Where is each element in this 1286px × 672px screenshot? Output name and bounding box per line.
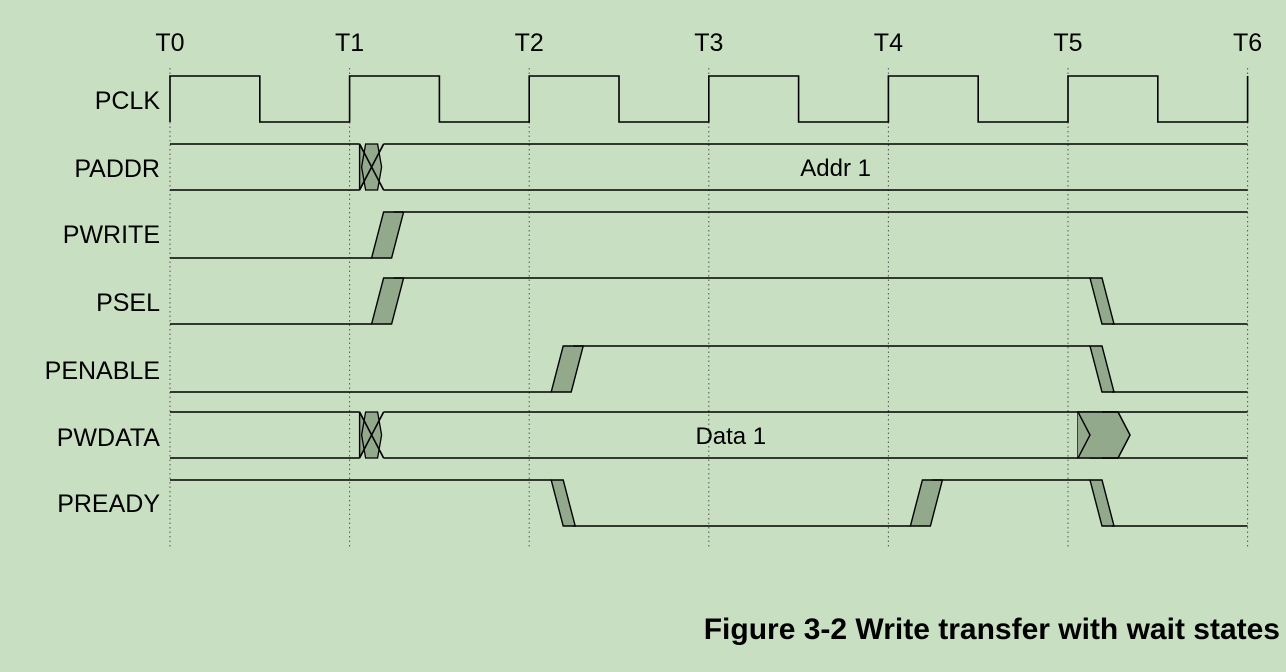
- pready-rising-edge: [909, 479, 944, 527]
- psel-rising-edge: [370, 277, 405, 325]
- signal-label-pwrite: PWRITE: [63, 221, 160, 249]
- pwdata-transition-line: [358, 411, 385, 459]
- signal-label-pwdata: PWDATA: [57, 424, 161, 452]
- clock-label-t1: T1: [335, 29, 364, 57]
- clock-label-t2: T2: [515, 29, 544, 57]
- signal-row-pwdata: PWDATA Data 1: [57, 411, 1248, 459]
- signal-label-pclk: PCLK: [95, 87, 161, 115]
- pwdata-bus-value: Data 1: [695, 423, 766, 450]
- pready-falling-edge: [1089, 479, 1115, 527]
- paddr-bus-value: Addr 1: [800, 155, 871, 182]
- pready-falling-edge: [550, 479, 577, 527]
- signal-row-pwrite: PWRITE: [63, 211, 1248, 259]
- signal-row-pclk: PCLK: [95, 75, 1249, 123]
- signal-row-paddr: PADDR Addr 1: [74, 143, 1248, 191]
- pwdata-transition-body: [1076, 411, 1131, 459]
- signal-label-paddr: PADDR: [74, 155, 160, 183]
- clock-label-t6: T6: [1233, 29, 1262, 57]
- clock-label-t4: T4: [874, 29, 903, 57]
- signal-row-pready: PREADY: [57, 479, 1248, 527]
- signal-row-penable: PENABLE: [45, 345, 1248, 393]
- signal-label-pready: PREADY: [57, 490, 160, 518]
- signal-label-psel: PSEL: [96, 289, 160, 317]
- signal-label-penable: PENABLE: [45, 357, 160, 385]
- pwrite-rising-edge: [370, 211, 405, 259]
- penable-rising-edge: [550, 345, 585, 393]
- figure-caption: Figure 3-2 Write transfer with wait stat…: [703, 613, 1280, 646]
- pwdata-transition-fill: [1078, 412, 1090, 458]
- psel-falling-edge: [1089, 277, 1115, 325]
- clock-label-t5: T5: [1053, 29, 1082, 57]
- penable-falling-edge: [1089, 345, 1115, 393]
- clock-label-t0: T0: [155, 29, 184, 57]
- clock-label-t3: T3: [694, 29, 723, 57]
- paddr-transition-line: [358, 143, 385, 191]
- pclk-waveform: [169, 75, 1249, 123]
- signal-row-psel: PSEL: [96, 277, 1248, 325]
